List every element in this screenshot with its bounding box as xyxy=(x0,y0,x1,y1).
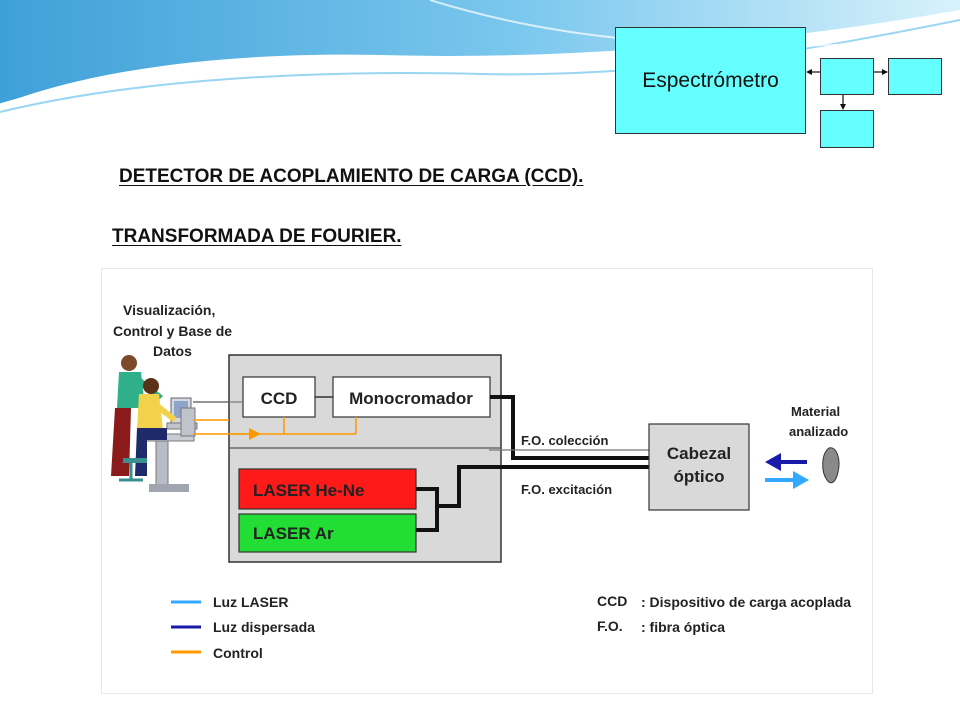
glossary-ccd-abbr: CCD xyxy=(597,593,627,609)
glossary: CCD : Dispositivo de carga acoplada F.O.… xyxy=(597,593,851,635)
visualization-label-1: Visualización, xyxy=(123,302,215,318)
ccd-box-label: CCD xyxy=(261,389,298,408)
legend-control: Control xyxy=(213,645,263,661)
material-label-2: analizado xyxy=(789,424,848,439)
monochromator-box xyxy=(332,376,491,418)
block-right-top xyxy=(820,58,874,95)
fo-collection-label: F.O. colección xyxy=(521,433,608,448)
glossary-ccd-def: : Dispositivo de carga acoplada xyxy=(641,594,851,610)
material-sample-icon xyxy=(822,447,840,484)
visualization-label-3: Datos xyxy=(153,343,192,359)
legend-laser-light: Luz LASER xyxy=(213,594,288,610)
visualization-label-2: Control y Base de xyxy=(113,323,232,339)
material-label-1: Material xyxy=(791,404,840,419)
laser-ar-box xyxy=(238,513,417,553)
spectrometer-label: Espectrómetro xyxy=(642,68,779,92)
laser-hene-box xyxy=(238,468,417,510)
optical-head-label-2: óptico xyxy=(674,467,725,486)
monochromator-box-label: Monocromador xyxy=(349,389,473,408)
optical-head-box xyxy=(648,423,750,511)
laser-light-arrow xyxy=(765,471,809,489)
block-far-right xyxy=(888,58,942,95)
optical-head-label-1: Cabezal xyxy=(667,444,731,463)
glossary-fo-abbr: F.O. xyxy=(597,618,623,634)
block-bottom xyxy=(820,110,874,148)
raman-setup-diagram: Visualización, Control y Base de Datos C… xyxy=(111,302,851,661)
scattered-light-arrow xyxy=(765,453,807,471)
header-wave-decoration xyxy=(0,0,960,113)
glossary-fo-def: : fibra óptica xyxy=(641,619,725,635)
spectro-arrows xyxy=(806,69,888,110)
legend-scattered-light: Luz dispersada xyxy=(213,619,315,635)
ccd-heading: DETECTOR DE ACOPLAMIENTO DE CARGA (CCD). xyxy=(119,166,584,187)
fourier-heading: TRANSFORMADA DE FOURIER. xyxy=(112,226,402,247)
laser-hene-label: LASER He-Ne xyxy=(253,481,364,500)
fiber-cables xyxy=(416,395,649,532)
spectrometer-box: Espectrómetro xyxy=(615,27,806,134)
laser-ar-label: LASER Ar xyxy=(253,524,334,543)
control-arrow xyxy=(249,428,261,440)
fo-excitation-label: F.O. excitación xyxy=(521,482,612,497)
legend: Luz LASER Luz dispersada Control xyxy=(171,594,315,661)
ccd-box xyxy=(242,376,316,418)
workstation-icon xyxy=(111,355,198,492)
